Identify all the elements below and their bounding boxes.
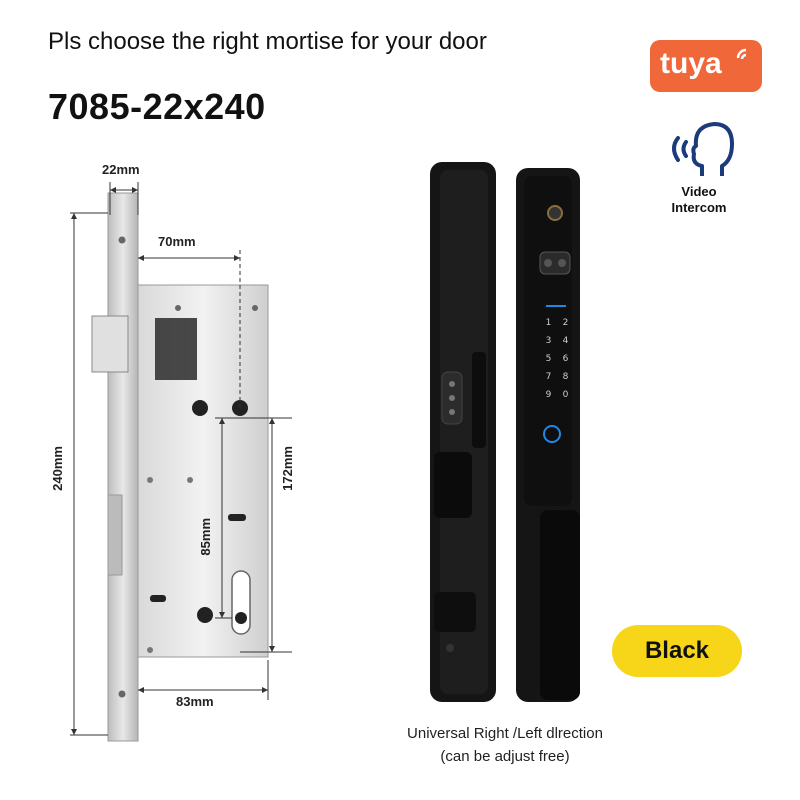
feature-line-2: Intercom [671, 200, 727, 215]
camera-icon [547, 205, 563, 221]
brand-name: tuya [660, 47, 722, 80]
dim-cylinder-distance: 85mm [198, 518, 213, 556]
tuya-logo: tuya [650, 40, 762, 92]
headline: Pls choose the right mortise for your do… [48, 28, 487, 55]
wifi-icon [736, 48, 747, 60]
faceplate [107, 192, 139, 742]
keypad-key: 3 [545, 336, 552, 346]
latch-bolt [91, 315, 129, 373]
dim-backset: 70mm [158, 234, 196, 249]
dim-center-distance: 172mm [280, 446, 295, 491]
feature-line-1: Video [681, 184, 717, 199]
keypad-key: 1 [545, 318, 552, 328]
dim-faceplate-width: 22mm [102, 162, 140, 177]
keypad-key: 5 [545, 354, 552, 364]
video-intercom-icon [672, 122, 734, 176]
keypad-key: 0 [562, 390, 569, 400]
keypad-key: 4 [562, 336, 569, 346]
dim-height: 240mm [50, 446, 65, 491]
caption-line-1: Universal Right /Left dlrection [407, 725, 603, 742]
dim-body-depth: 83mm [176, 694, 214, 709]
keypad-key: 6 [562, 354, 569, 364]
color-badge-black: Black [612, 625, 742, 677]
back-handle [434, 452, 472, 518]
back-panel-body [430, 162, 496, 702]
caption-line-2: (can be adjust free) [440, 748, 570, 765]
model-number: 7085-22x240 [48, 86, 266, 127]
keypad-key: 2 [562, 318, 569, 328]
video-intercom-label: Video Intercom [652, 184, 746, 216]
keypad-key: 7 [545, 372, 552, 382]
caption: Universal Right /Left dlrection (can be … [360, 722, 650, 768]
front-panel-body [516, 168, 580, 702]
keypad-key: 8 [562, 372, 569, 382]
front-handle [540, 510, 580, 700]
mortise-body [137, 284, 269, 658]
keypad-key: 9 [545, 390, 552, 400]
fingerprint-icon [543, 425, 561, 443]
